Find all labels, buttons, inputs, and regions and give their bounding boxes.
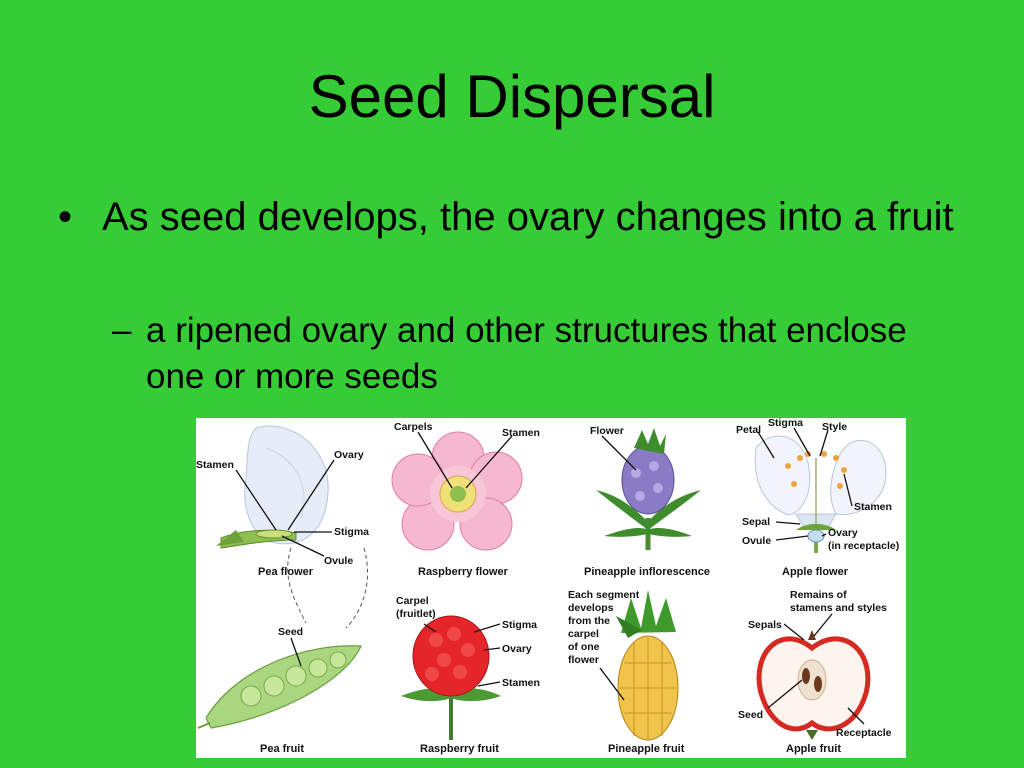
fruit-development-figure: Stamen Ovary Stigma Ovule Pea flower See… bbox=[196, 418, 906, 758]
apple-fruit-caption: Apple fruit bbox=[786, 743, 841, 755]
pineapple-inflorescence-caption: Pineapple inflorescence bbox=[584, 566, 710, 578]
main-bullet-text: As seed develops, the ovary changes into… bbox=[102, 195, 954, 239]
raspberry-carpels-label: Carpels bbox=[394, 421, 433, 433]
pineapple-fruit-caption: Pineapple fruit bbox=[608, 743, 685, 755]
pea-seed-label: Seed bbox=[278, 626, 303, 638]
raspberry-fruit-stamen-label: Stamen bbox=[502, 677, 540, 689]
apple-flower-lines bbox=[757, 427, 853, 541]
sub-bullet-marker: – bbox=[112, 311, 132, 350]
pea-flower-lines bbox=[235, 459, 335, 557]
raspberry-carpel-label: Carpel bbox=[396, 595, 429, 607]
apple-sepals-label: Sepals bbox=[748, 619, 782, 631]
raspberry-flower-lines bbox=[417, 431, 513, 489]
slide-title: Seed Dispersal bbox=[308, 63, 716, 130]
apple-remains-label-1: Remains of bbox=[790, 589, 847, 601]
pea-seed-line bbox=[290, 637, 302, 667]
raspberry-stigma-label: Stigma bbox=[502, 619, 537, 631]
pineapple-flower-label: Flower bbox=[590, 425, 624, 437]
apple-stigma-label: Stigma bbox=[768, 418, 803, 429]
pineapple-note-1: Each segment bbox=[568, 589, 640, 601]
fruit-diagram: Stamen Ovary Stigma Ovule Pea flower See… bbox=[196, 418, 899, 755]
raspberry-stamen-label: Stamen bbox=[502, 427, 540, 439]
apple-seed-label: Seed bbox=[738, 709, 763, 721]
pea-flower-illustration bbox=[216, 425, 329, 549]
pineapple-note-5: of one bbox=[568, 641, 600, 653]
pea-ovary-label: Ovary bbox=[334, 449, 364, 461]
pea-ovule-label: Ovule bbox=[324, 555, 353, 567]
raspberry-fruit-caption: Raspberry fruit bbox=[420, 743, 499, 755]
pea-flower-caption: Pea flower bbox=[258, 566, 314, 578]
pineapple-fruit-illustration bbox=[616, 590, 679, 741]
raspberry-ovary-label: Ovary bbox=[502, 643, 532, 655]
sub-bullet-text: a ripened ovary and other structures tha… bbox=[146, 311, 907, 396]
pineapple-note-6: flower bbox=[568, 654, 599, 666]
apple-fruit-illustration bbox=[756, 630, 871, 740]
pineapple-note-3: from the bbox=[568, 615, 610, 627]
apple-style-label: Style bbox=[822, 421, 847, 433]
apple-flower-illustration bbox=[754, 435, 887, 553]
pineapple-flower-line bbox=[601, 435, 637, 471]
apple-flower-caption: Apple flower bbox=[782, 566, 849, 578]
pea-pod-illustration bbox=[197, 645, 362, 729]
pea-fruit-caption: Pea fruit bbox=[260, 743, 304, 755]
raspberry-flower-illustration bbox=[391, 431, 523, 551]
apple-receptacle-note: (in receptacle) bbox=[828, 540, 899, 552]
raspberry-flower-caption: Raspberry flower bbox=[418, 566, 509, 578]
pineapple-segment-line bbox=[599, 667, 625, 701]
apple-ovule-label: Ovule bbox=[742, 535, 771, 547]
apple-sepal-label: Sepal bbox=[742, 516, 770, 528]
apple-remains-label-2: stamens and styles bbox=[790, 602, 887, 614]
pea-stamen-label: Stamen bbox=[196, 459, 234, 471]
apple-receptacle-label: Receptacle bbox=[836, 727, 892, 739]
apple-ovary-label: Ovary bbox=[828, 527, 858, 539]
pea-stigma-label: Stigma bbox=[334, 526, 369, 538]
apple-fruit-lines bbox=[767, 613, 865, 725]
pineapple-note-2: develops bbox=[568, 602, 614, 614]
raspberry-fruit-illustration bbox=[401, 615, 501, 740]
pineapple-note-4: carpel bbox=[568, 628, 599, 640]
apple-stamen-label: Stamen bbox=[854, 501, 892, 513]
raspberry-fruitlet-label: (fruitlet) bbox=[396, 608, 436, 620]
raspberry-fruit-lines bbox=[423, 623, 501, 687]
apple-petal-label: Petal bbox=[736, 424, 761, 436]
pineapple-inflorescence-illustration bbox=[596, 428, 701, 550]
bullet-marker: • bbox=[58, 195, 73, 239]
